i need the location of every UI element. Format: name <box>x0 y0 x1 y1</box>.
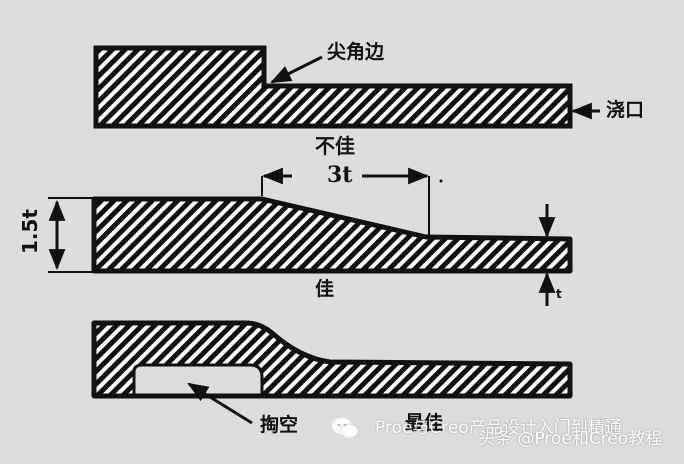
figure-good <box>48 167 573 306</box>
callout-gate: 浇口 <box>606 99 645 121</box>
dim-label-left-thickness: 1.5t <box>18 209 42 254</box>
watermark-channel: Proe与Creo产品设计入门到精通 <box>375 418 622 438</box>
watermark-author: 头条 @Proe和Creo教程 <box>478 429 663 449</box>
part-section-good <box>91 196 573 274</box>
hollow-pocket <box>132 363 264 397</box>
speck <box>439 179 443 183</box>
figure-poor <box>93 45 600 129</box>
wechat-icon <box>332 418 359 439</box>
caption-good: 佳 <box>315 278 335 300</box>
caption-best: 最佳 <box>405 412 444 434</box>
callout-sharp-corner: 尖角边 <box>327 41 385 63</box>
callout-hollow: 掏空 <box>260 414 299 436</box>
part-section-poor <box>93 45 573 129</box>
sharp-corner-leader <box>270 55 323 84</box>
figure-best <box>91 320 573 425</box>
hollow-leader <box>187 382 253 425</box>
dim-label-taper-length: 3t <box>327 162 353 188</box>
dim-label-right-thickness: t <box>556 287 562 301</box>
caption-poor: 不佳 <box>315 134 355 158</box>
